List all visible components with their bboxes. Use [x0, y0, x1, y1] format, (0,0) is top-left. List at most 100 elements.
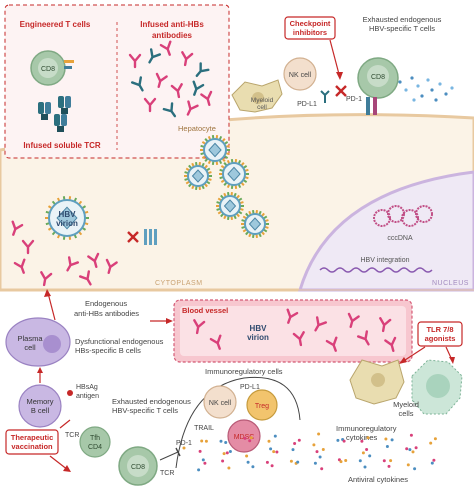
cd8-label: CD8 [41, 66, 55, 73]
exhausted-bottom-label-1: Exhausted endogenous [112, 397, 191, 406]
antibody-icon [13, 258, 26, 274]
treg-cell: Treg [246, 389, 278, 421]
endogenous-label-1: Endogenous [85, 299, 127, 308]
dysfunctional-label-2: HBs-specific B cells [75, 346, 141, 355]
infused-antibodies-label-2: antibodies [152, 31, 193, 40]
antibody-icon [325, 336, 338, 352]
cytokine-dots [182, 432, 437, 472]
hbv-virion-intracellular [200, 135, 230, 165]
antibody-icon [181, 51, 194, 67]
antibody-icon [209, 334, 222, 350]
cccdna-ring-icon [415, 205, 433, 223]
hbsag-label-1: HBsAg [76, 384, 98, 391]
hbv-virion-intracellular [219, 159, 249, 189]
exhausted-top-label-2: HBV-specific T cells [369, 24, 435, 33]
antibody-icon [87, 252, 100, 269]
vaccination-label-1: Therapeutic [11, 433, 54, 442]
nucleus-region [297, 170, 474, 292]
antibody-icon [192, 80, 205, 96]
antibody-icon [195, 62, 210, 78]
antibody-icon [130, 76, 144, 92]
cd8-t-cell-exhausted-top: CD8 [357, 57, 399, 115]
hbv-label-left: HBV [59, 210, 77, 219]
nucleus-label: NUCLEUS [432, 280, 469, 287]
hbv-integration-label: HBV integration [360, 257, 409, 264]
cytokine-dots-top [398, 76, 454, 102]
antibody-icon [162, 102, 177, 118]
tfh-cd4-cell: Tfh CD4 [79, 426, 111, 458]
myeloid-cells-label-1: Myeloid [393, 400, 419, 409]
free-antibodies [11, 220, 118, 287]
vaccination-box [5, 429, 59, 455]
myeloid-cells-label-2: cells [398, 409, 413, 418]
exhausted-bottom-label-2: HBV-specific T cells [112, 406, 178, 415]
virion-label-left: virion [56, 219, 78, 228]
antibody-icon [314, 316, 328, 332]
soluble-tcr-icon [54, 114, 67, 132]
pd1-receptor-icon [320, 90, 330, 103]
tlr-label-1: TLR 7/8 [426, 325, 453, 334]
checkpoint-inhibitors: Checkpoint inhibitors [284, 16, 343, 80]
pdl1-label-bottom: PD-L1 [240, 384, 260, 391]
cccdna-ring-icon [401, 209, 419, 227]
antibody-secretion-arrow [47, 292, 56, 321]
hepatocyte-label: Hepatocyte [178, 124, 216, 133]
antibody-icon [159, 40, 172, 56]
checkpoint-label-1: Checkpoint [290, 19, 331, 28]
blocked-x-icon [335, 85, 347, 97]
memory-b-cell-label-1: Memory [26, 397, 53, 406]
myeloid-cell-top: Myeloid cell [231, 79, 283, 113]
antibody-icon [200, 90, 213, 107]
antibody-icon [384, 336, 397, 353]
mdsc-cell: MDSC [227, 419, 261, 453]
dysfunctional-label-1: Dysfunctional endogenous [75, 337, 164, 346]
tlr-label-2: agonists [425, 334, 456, 343]
infused-antibodies-label-1: Infused anti-HBs [140, 20, 204, 29]
blood-vessel: Blood vessel HBV virion [173, 299, 413, 363]
antibody-icon [40, 271, 53, 287]
cccdna-ring-icon [387, 205, 405, 223]
blood-vessel-label: Blood vessel [182, 306, 228, 315]
therapy-box: Engineered T cells Infused anti-HBs anti… [4, 4, 230, 159]
antibody-icon [193, 319, 206, 335]
antibody-icon [105, 258, 118, 275]
memory-b-cell-label-2: B cell [31, 406, 50, 415]
tcr-label-tfh: TCR [65, 432, 79, 439]
hbsag-label-2: antigen [76, 393, 99, 400]
car-receptor-icon [64, 60, 74, 63]
cd8-bottom-label: CD8 [131, 464, 145, 471]
antibody-icon [170, 83, 183, 99]
antibody-icon [347, 312, 360, 329]
memory-b-cell: Memory B cell [18, 384, 62, 428]
hbv-virion-intracellular [241, 210, 269, 238]
antibody-icon [143, 97, 157, 113]
hbv-integration-dna-icon [319, 267, 433, 273]
myeloid-cells-right: Myeloid cells [349, 359, 463, 418]
hbv-virion-intracellular [184, 162, 212, 190]
cccdna-ring-icon [373, 209, 391, 227]
infused-tcr-label: Infused soluble TCR [23, 141, 101, 150]
pd1-label-bottom: PD-1 [176, 440, 192, 447]
checkpoint-arrow [329, 39, 341, 79]
immunoreg-cytokines-label-2: cytokines [346, 433, 378, 442]
antibody-icon [186, 100, 199, 116]
virion-label-vessel: virion [247, 333, 269, 342]
cytoplasm-label: CYTOPLASM [155, 280, 203, 287]
soluble-tcr-icon [58, 96, 71, 114]
antibody-icon [78, 270, 92, 286]
hbv-virion-intracellular [216, 192, 244, 220]
tfh-label: Tfh [90, 435, 100, 442]
tlr-agonists: TLR 7/8 agonists [399, 321, 463, 364]
myeloid-top-label-1: Myeloid [251, 97, 274, 104]
cccdna-label: cccDNA [387, 235, 413, 242]
antibody-icon [286, 308, 299, 324]
antibody-icon [292, 331, 305, 347]
myeloid-top-label-2: cell [257, 104, 267, 111]
antibody-icon [379, 317, 392, 333]
trail-label: TRAIL [194, 425, 214, 432]
vaccination-label-2: vaccination [11, 442, 53, 451]
pd1-label-top: PD-1 [346, 96, 362, 103]
cccdna: cccDNA [373, 205, 433, 242]
pdl1-label-top: PD-L1 [297, 101, 317, 108]
